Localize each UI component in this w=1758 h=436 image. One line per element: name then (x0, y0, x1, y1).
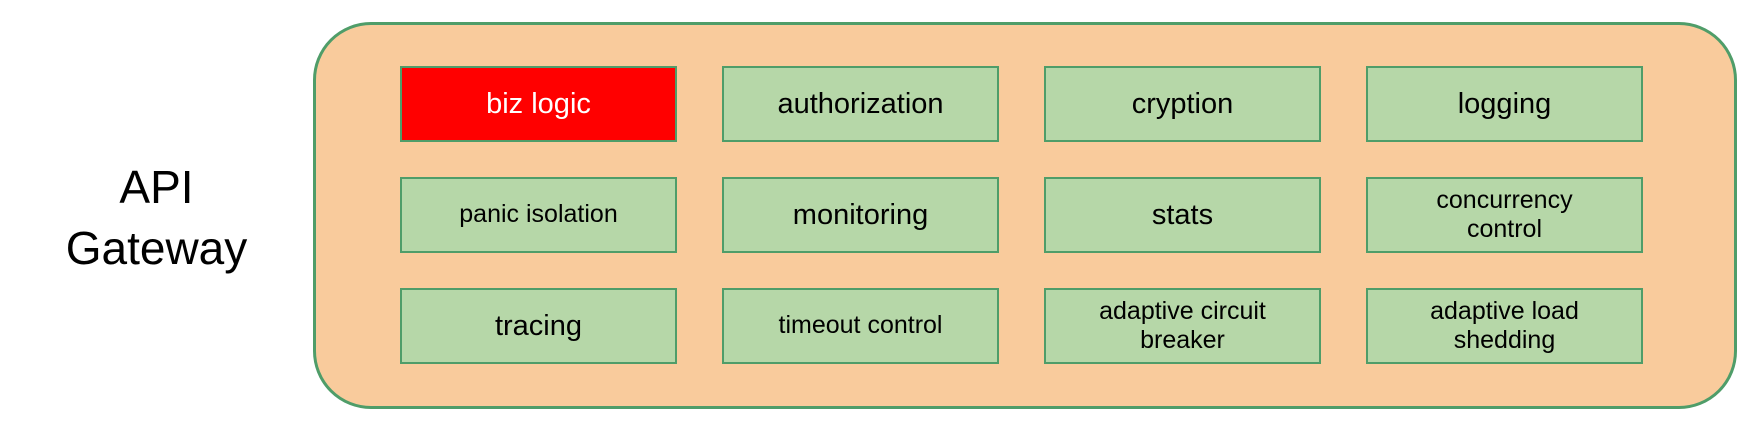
module-stats: stats (1044, 177, 1321, 253)
module-biz-logic: biz logic (400, 66, 677, 142)
module-authorization: authorization (722, 66, 999, 142)
module-timeout-control: timeout control (722, 288, 999, 364)
module-panic-isolation: panic isolation (400, 177, 677, 253)
module-adaptive-circuit-breaker: adaptive circuit breaker (1044, 288, 1321, 364)
module-adaptive-load-shedding: adaptive load shedding (1366, 288, 1643, 364)
module-concurrency-control: concurrency control (1366, 177, 1643, 253)
module-monitoring: monitoring (722, 177, 999, 253)
api-gateway-title: API Gateway (65, 161, 248, 274)
modules-grid: biz logic authorization cryption logging… (400, 66, 1643, 364)
module-logging: logging (1366, 66, 1643, 142)
module-tracing: tracing (400, 288, 677, 364)
module-cryption: cryption (1044, 66, 1321, 142)
gateway-container: biz logic authorization cryption logging… (313, 22, 1737, 409)
